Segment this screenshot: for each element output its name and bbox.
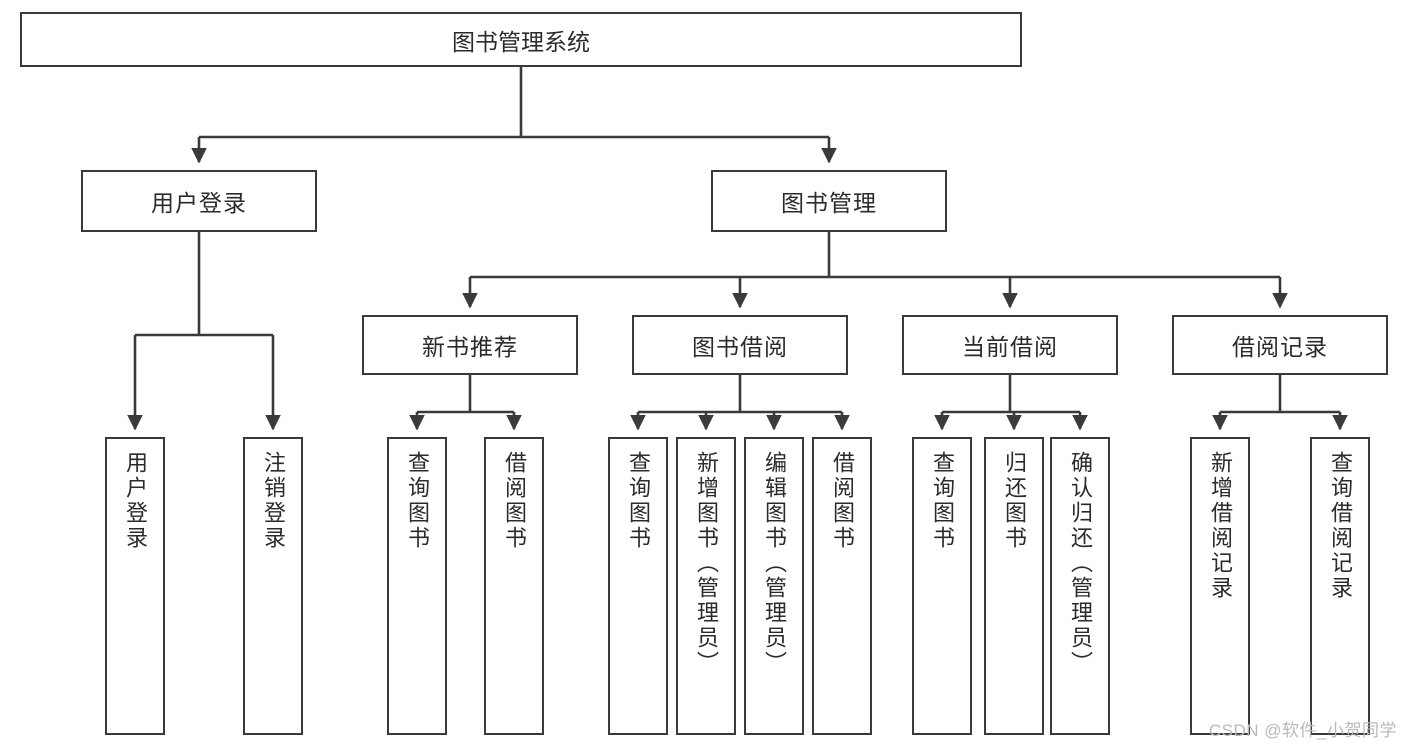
leaf-node[interactable]: 归还图书 [984,437,1044,735]
node-book-management[interactable]: 图书管理 [711,170,947,232]
leaf-node-label: 编辑图书（管理员） [761,451,787,676]
leaf-node[interactable]: 确认归还（管理员） [1050,437,1110,735]
node-book-borrowing-label: 图书借阅 [692,334,788,360]
leaf-node-label: 查询图书 [404,451,430,551]
watermark: CSDN @软件_小贺同学 [1208,721,1397,740]
node-new-book-recommendation-label: 新书推荐 [422,334,518,360]
leaf-node-label: 注销登录 [260,451,286,551]
node-book-management-label: 图书管理 [781,190,877,216]
leaf-node-label: 借阅图书 [501,451,527,551]
leaf-node[interactable]: 注销登录 [243,437,303,735]
leaf-node[interactable]: 新增图书（管理员） [676,437,736,735]
leaf-node-label: 借阅图书 [829,451,855,551]
leaf-node-label: 查询图书 [625,451,651,551]
node-root[interactable]: 图书管理系统 [20,12,1022,67]
node-current-borrowing[interactable]: 当前借阅 [902,315,1118,375]
leaf-node-label: 用户登录 [122,451,148,551]
leaf-node-label: 查询借阅记录 [1327,451,1353,601]
node-user-login[interactable]: 用户登录 [81,170,317,232]
node-borrowing-record-label: 借阅记录 [1232,334,1328,360]
node-borrowing-record[interactable]: 借阅记录 [1172,315,1388,375]
leaf-node[interactable]: 查询图书 [608,437,668,735]
node-current-borrowing-label: 当前借阅 [962,334,1058,360]
leaf-node[interactable]: 借阅图书 [484,437,544,735]
leaf-node-label: 确认归还（管理员） [1067,451,1093,676]
leaf-node-label: 查询图书 [929,451,955,551]
leaf-node[interactable]: 查询图书 [912,437,972,735]
leaf-node[interactable]: 借阅图书 [812,437,872,735]
leaf-node[interactable]: 新增借阅记录 [1190,437,1250,735]
node-book-borrowing[interactable]: 图书借阅 [632,315,848,375]
leaf-node[interactable]: 查询图书 [387,437,447,735]
leaf-node[interactable]: 用户登录 [105,437,165,735]
leaf-node-label: 归还图书 [1001,451,1027,551]
leaf-node-label: 新增图书（管理员） [693,451,719,676]
node-user-login-label: 用户登录 [151,190,247,216]
node-new-book-recommendation[interactable]: 新书推荐 [362,315,578,375]
leaf-node[interactable]: 编辑图书（管理员） [744,437,804,735]
leaf-node-label: 新增借阅记录 [1207,451,1233,601]
node-root-label: 图书管理系统 [452,28,590,55]
leaf-node[interactable]: 查询借阅记录 [1310,437,1370,735]
